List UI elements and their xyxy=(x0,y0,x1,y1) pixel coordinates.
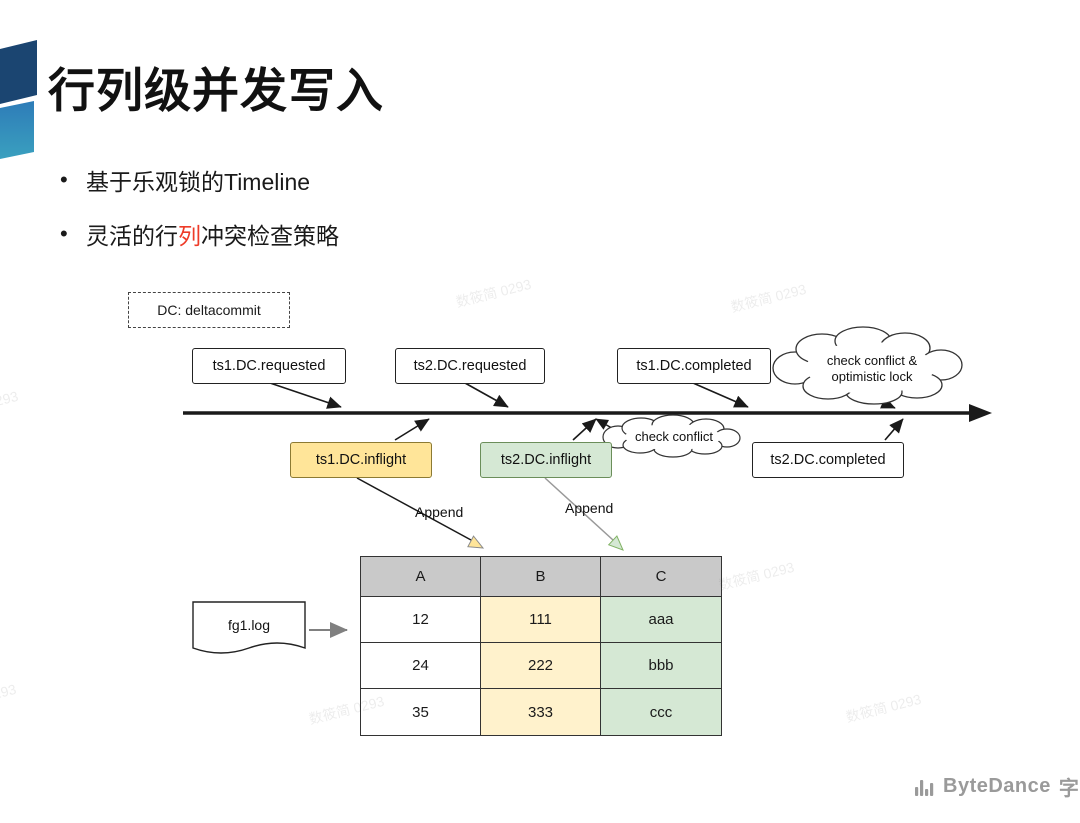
arrow-ts2-completed xyxy=(884,418,904,441)
bullet-text: 基于乐观锁的Timeline xyxy=(86,169,311,195)
table-header-a: A xyxy=(361,557,481,597)
legend-deltacommit: DC: deltacommit xyxy=(128,292,290,328)
node-ts1-requested: ts1.DC.requested xyxy=(192,348,346,384)
node-ts2-inflight: ts2.DC.inflight xyxy=(480,442,612,478)
log-file-label: fg1.log xyxy=(228,617,270,633)
cloud-mid-text: check conflict xyxy=(635,429,713,444)
watermark: 数筱简 0293 xyxy=(0,387,20,422)
arrow-ts2-inflight xyxy=(572,418,597,441)
page-title: 行列级并发写入 xyxy=(48,64,384,117)
table-header-c: C xyxy=(601,557,721,597)
bytedance-logo-icon xyxy=(915,779,934,796)
data-table: A B C 12 111 aaa 24 222 bbb 35 333 ccc xyxy=(360,556,722,736)
bullet-list: • 基于乐观锁的Timeline • 灵活的行列冲突检查策略 xyxy=(60,163,339,271)
table-cell: bbb xyxy=(601,643,721,689)
brand-name-clipped: 字 xyxy=(1058,778,1079,800)
table-cell: 111 xyxy=(481,597,601,643)
node-ts1-inflight: ts1.DC.inflight xyxy=(290,442,432,478)
node-ts1-completed: ts1.DC.completed xyxy=(617,348,771,384)
bullet-marker: • xyxy=(60,167,68,192)
arrow-ts1-completed xyxy=(692,382,749,408)
table-cell: 12 xyxy=(361,597,481,643)
arrow-ts1-inflight xyxy=(394,418,430,441)
node-ts2-completed: ts2.DC.completed xyxy=(752,442,904,478)
cloud-check-conflict xyxy=(602,414,741,458)
log-file-shape: fg1.log xyxy=(192,601,306,654)
table-cell: 222 xyxy=(481,643,601,689)
brand-footer: ByteDance 字 xyxy=(915,772,1079,801)
table-cell: 333 xyxy=(481,689,601,735)
timeline-axis xyxy=(183,404,992,422)
arrow-ts1-requested xyxy=(269,382,342,409)
diagram-canvas: fg1.log check conflict & optimistic lock xyxy=(183,326,992,654)
cloud-top-text-line1: check conflict & xyxy=(827,353,918,368)
table-cell: aaa xyxy=(601,597,721,643)
bullet-item: • 基于乐观锁的Timeline xyxy=(60,163,339,197)
table-cell: 35 xyxy=(361,689,481,735)
bullet-text: 灵活的行列冲突检查策略 xyxy=(86,223,339,249)
node-ts2-requested: ts2.DC.requested xyxy=(395,348,545,384)
append-arrow-2 xyxy=(544,477,624,551)
table-cell: ccc xyxy=(601,689,721,735)
bullet-item: • 灵活的行列冲突检查策略 xyxy=(60,217,339,251)
append-label-1: Append xyxy=(415,504,464,520)
table-header-b: B xyxy=(481,557,601,597)
brand-name: ByteDance xyxy=(943,775,1051,797)
timeline-arrowhead xyxy=(969,404,992,422)
append-arrow-1 xyxy=(356,477,485,549)
table-cell: 24 xyxy=(361,643,481,689)
cloud-optimistic-lock xyxy=(772,326,963,405)
timeline-diagram: fg1.log check conflict & optimistic lock xyxy=(95,280,995,750)
arrow-ts2-requested xyxy=(464,382,509,408)
bullet-marker: • xyxy=(60,221,68,246)
corner-decoration-dark xyxy=(0,40,37,104)
append-label-2: Append xyxy=(565,500,614,516)
cloud-top-text-line2: optimistic lock xyxy=(832,369,913,384)
highlighted-char: 列 xyxy=(178,223,201,249)
watermark: 数筱简 0293 xyxy=(0,680,18,715)
corner-decoration-light xyxy=(0,101,34,159)
